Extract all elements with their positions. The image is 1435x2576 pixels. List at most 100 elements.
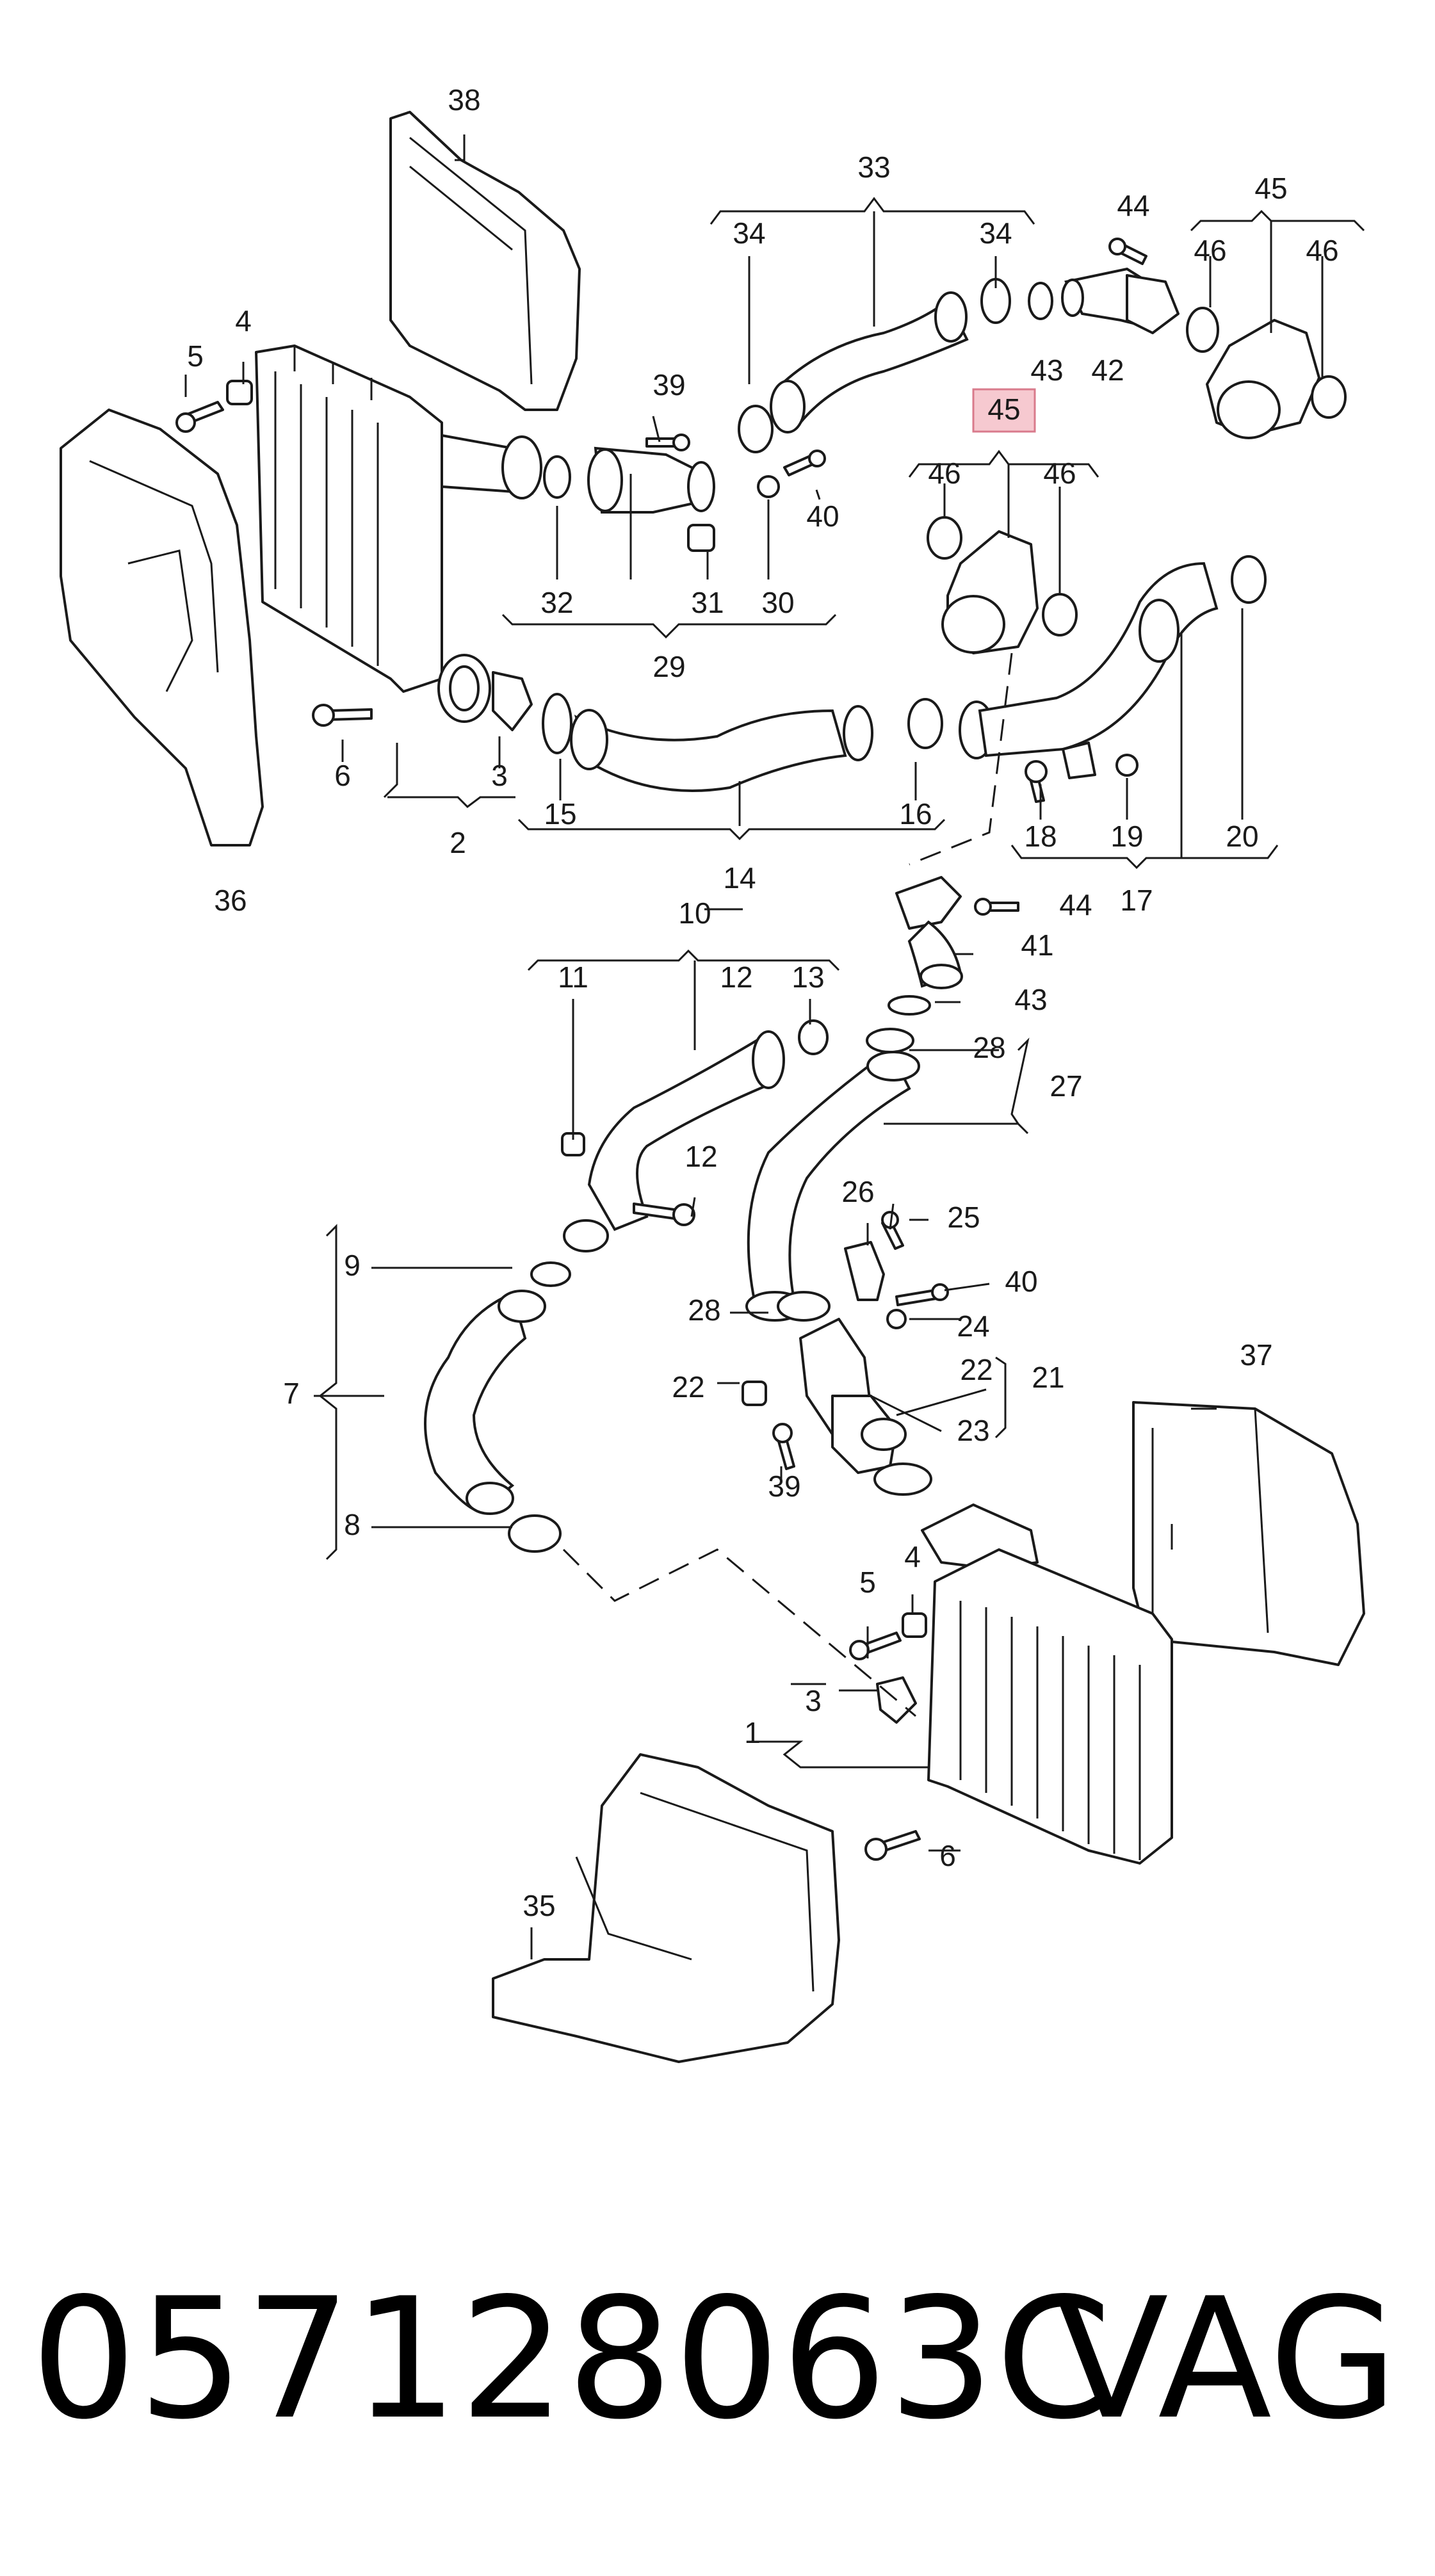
bolt-40-top bbox=[783, 450, 826, 476]
pipe-42 bbox=[1061, 267, 1180, 334]
label-36: 36 bbox=[214, 884, 247, 917]
air-guide-38 bbox=[389, 111, 581, 411]
seal-3-top bbox=[492, 671, 533, 731]
label-26: 26 bbox=[841, 1175, 874, 1208]
ring-2 bbox=[437, 654, 491, 723]
nut-22 bbox=[742, 1381, 767, 1406]
label-23: 23 bbox=[957, 1414, 989, 1447]
label-40-top: 40 bbox=[806, 499, 839, 533]
sensor-26 bbox=[844, 1241, 885, 1301]
hose-17 bbox=[978, 555, 1267, 757]
label-19: 19 bbox=[1110, 820, 1143, 853]
highlight-box bbox=[972, 388, 1036, 433]
bolt-18 bbox=[1025, 760, 1048, 803]
label-21: 21 bbox=[1032, 1361, 1064, 1394]
clamp-13 bbox=[798, 1019, 829, 1055]
label-39-top: 39 bbox=[653, 368, 685, 401]
label-10: 10 bbox=[678, 896, 711, 930]
label-44-top: 44 bbox=[1117, 189, 1149, 222]
label-43-top: 43 bbox=[1030, 353, 1063, 387]
flange-21 bbox=[799, 1318, 932, 1496]
grommet-4-top bbox=[226, 380, 253, 405]
label-46-mid-left: 46 bbox=[928, 457, 961, 490]
bolt-12 bbox=[633, 1203, 695, 1226]
label-3-bottom: 3 bbox=[805, 1684, 822, 1717]
label-13: 13 bbox=[791, 960, 824, 994]
label-4-bottom: 4 bbox=[904, 1540, 921, 1573]
pipe-41 bbox=[895, 876, 963, 989]
label-18: 18 bbox=[1024, 820, 1057, 853]
label-32: 32 bbox=[540, 586, 573, 619]
bolt-6-bottom bbox=[864, 1830, 921, 1861]
label-6-left: 6 bbox=[334, 759, 351, 792]
throttle-body-45-mid bbox=[927, 516, 1078, 654]
intercooler-top bbox=[255, 344, 443, 693]
label-15: 15 bbox=[544, 797, 576, 830]
label-28-top: 28 bbox=[973, 1031, 1005, 1064]
route-line-upper bbox=[909, 652, 1013, 866]
callout-labels: 38 33 34 34 44 45 46 46 43 42 4 5 39 45 … bbox=[187, 83, 1338, 1922]
leader-lines bbox=[184, 134, 1365, 1959]
hose-27 bbox=[745, 1028, 920, 1322]
bolt-5-top bbox=[175, 401, 224, 433]
label-46-mid-right: 46 bbox=[1043, 457, 1076, 490]
label-5-bottom: 5 bbox=[859, 1566, 876, 1599]
bolt-25 bbox=[881, 1211, 904, 1250]
label-22-left: 22 bbox=[672, 1370, 704, 1404]
bolt-40-mid bbox=[895, 1283, 949, 1306]
nut-19 bbox=[1115, 754, 1139, 777]
label-8: 8 bbox=[344, 1508, 361, 1541]
air-guide-37 bbox=[1132, 1401, 1365, 1666]
label-29: 29 bbox=[653, 650, 685, 683]
route-line-lower bbox=[562, 1548, 916, 1717]
intercooler-bottom bbox=[921, 1503, 1173, 1865]
label-4-top: 4 bbox=[235, 304, 252, 337]
label-28-mid: 28 bbox=[688, 1293, 720, 1327]
label-14: 14 bbox=[723, 861, 756, 895]
label-45-top: 45 bbox=[1254, 172, 1287, 205]
label-46-top-left: 46 bbox=[1194, 234, 1226, 267]
bolt-6-left bbox=[312, 704, 373, 727]
bolt-5-bottom bbox=[849, 1632, 902, 1660]
hose-14 bbox=[542, 693, 994, 792]
throttle-body-45-top bbox=[1186, 307, 1347, 439]
label-35: 35 bbox=[523, 1889, 555, 1922]
label-22-right: 22 bbox=[960, 1353, 993, 1386]
label-3-top: 3 bbox=[491, 759, 508, 792]
ring-43-top bbox=[1028, 282, 1053, 320]
bracket-17 bbox=[1062, 741, 1096, 779]
label-12-top: 12 bbox=[720, 960, 752, 994]
label-1: 1 bbox=[744, 1716, 761, 1749]
label-11: 11 bbox=[558, 960, 588, 994]
label-20: 20 bbox=[1226, 820, 1258, 853]
part-number: 057128063C bbox=[31, 2263, 1114, 2456]
clamp-28 bbox=[777, 1291, 831, 1322]
label-7: 7 bbox=[283, 1377, 300, 1410]
nut-31 bbox=[687, 524, 715, 552]
label-37: 37 bbox=[1240, 1338, 1272, 1372]
label-31: 31 bbox=[691, 586, 724, 619]
label-6-bottom: 6 bbox=[939, 1839, 956, 1872]
label-44-mid: 44 bbox=[1059, 888, 1092, 921]
label-38: 38 bbox=[448, 83, 480, 117]
label-39-mid: 39 bbox=[768, 1470, 800, 1503]
label-25: 25 bbox=[947, 1201, 980, 1234]
hose-33 bbox=[738, 278, 1011, 453]
ring-43-mid bbox=[888, 995, 931, 1016]
label-5-top: 5 bbox=[187, 339, 204, 373]
label-17: 17 bbox=[1120, 884, 1153, 917]
label-24: 24 bbox=[957, 1309, 989, 1343]
label-45-highlighted: 45 bbox=[987, 393, 1020, 426]
air-duct-36 bbox=[60, 409, 264, 847]
label-9: 9 bbox=[344, 1249, 361, 1282]
label-46-top-right: 46 bbox=[1306, 234, 1338, 267]
bolt-44-mid bbox=[974, 898, 1019, 916]
washer-30 bbox=[757, 475, 780, 498]
label-34-right: 34 bbox=[979, 216, 1012, 250]
label-27: 27 bbox=[1050, 1069, 1082, 1103]
label-41: 41 bbox=[1021, 928, 1053, 962]
label-16: 16 bbox=[899, 797, 932, 830]
brand-name: VAG bbox=[1055, 2263, 1398, 2456]
label-33: 33 bbox=[857, 150, 890, 184]
label-40-mid: 40 bbox=[1005, 1265, 1037, 1298]
